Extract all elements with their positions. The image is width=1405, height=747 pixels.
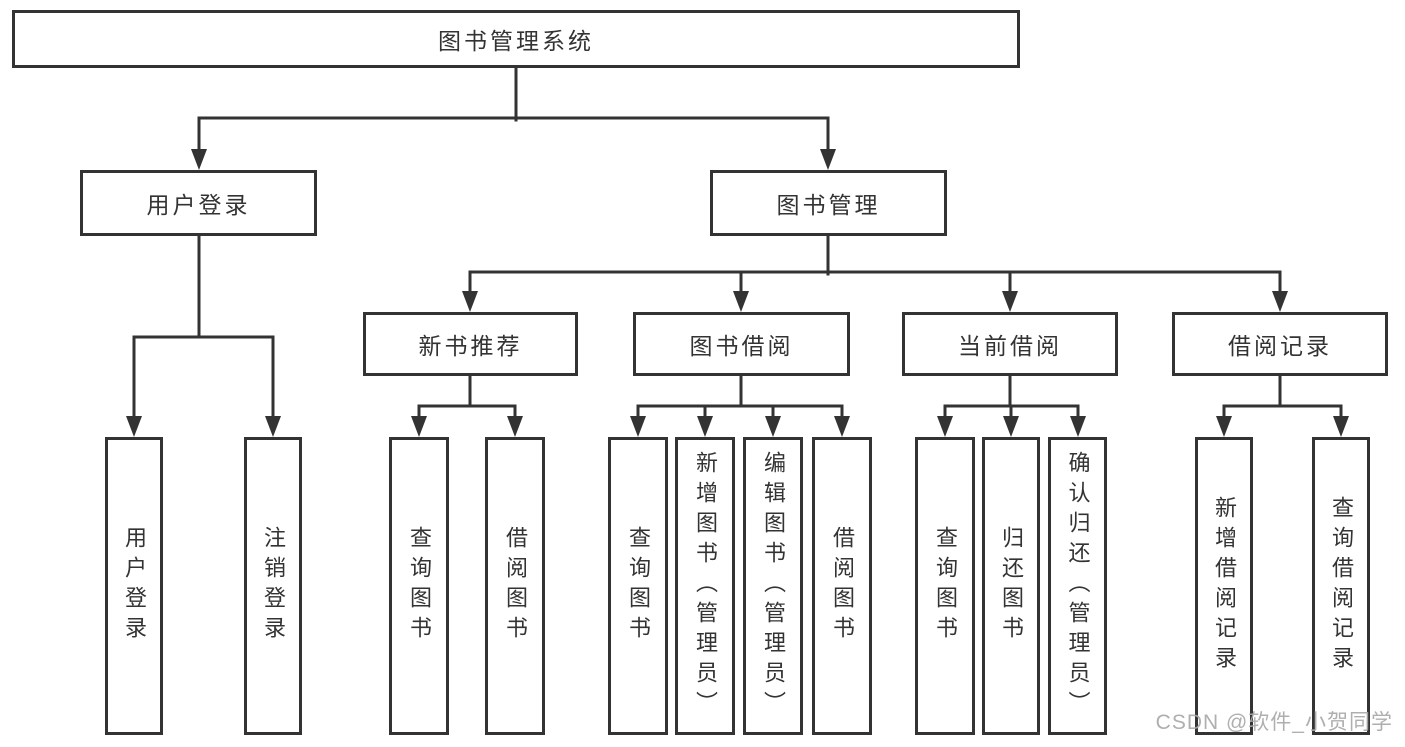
- leaf-logout-login-label: 注销登录: [261, 526, 286, 646]
- node-new-book-recommend-label: 新书推荐: [418, 333, 523, 359]
- leaf-add-books-admin-label: 新增图书（管理员）: [693, 451, 718, 721]
- node-book-borrowing-label: 图书借阅: [689, 333, 794, 359]
- node-book-borrowing: 图书借阅: [633, 312, 850, 376]
- node-current-borrowing-label: 当前借阅: [958, 333, 1062, 359]
- node-library-system-label: 图书管理系统: [438, 28, 594, 54]
- node-user-login-group: 用户登录: [80, 170, 317, 236]
- leaf-query-books-current: 查询图书: [915, 437, 975, 735]
- leaf-confirm-return-admin-label: 确认归还（管理员）: [1065, 451, 1091, 721]
- leaf-query-books-borrowing-label: 查询图书: [626, 526, 651, 646]
- leaf-return-books: 归还图书: [982, 437, 1040, 735]
- leaf-query-books-recommend-label: 查询图书: [407, 526, 432, 646]
- leaf-query-books-borrowing: 查询图书: [608, 437, 668, 735]
- leaf-borrow-books-recommend: 借阅图书: [485, 437, 545, 735]
- node-library-system: 图书管理系统: [12, 10, 1020, 68]
- node-book-management-label: 图书管理: [776, 192, 881, 218]
- leaf-query-books-recommend: 查询图书: [389, 437, 449, 735]
- leaf-add-borrow-record-label: 新增借阅记录: [1212, 496, 1237, 676]
- leaf-borrow-books-recommend-label: 借阅图书: [503, 526, 528, 646]
- node-borrowing-records: 借阅记录: [1172, 312, 1388, 376]
- leaf-add-books-admin: 新增图书（管理员）: [675, 437, 735, 735]
- node-current-borrowing: 当前借阅: [902, 312, 1118, 376]
- leaf-user-login-label: 用户登录: [122, 526, 147, 646]
- leaf-user-login: 用户登录: [105, 437, 163, 735]
- leaf-edit-books-admin: 编辑图书（管理员）: [743, 437, 803, 735]
- leaf-borrow-books-borrowing: 借阅图书: [812, 437, 872, 735]
- node-borrowing-records-label: 借阅记录: [1228, 333, 1332, 359]
- leaf-add-borrow-record: 新增借阅记录: [1195, 437, 1253, 735]
- csdn-watermark: CSDN @软件_小贺同学: [1155, 711, 1393, 734]
- leaf-borrow-books-borrowing-label: 借阅图书: [830, 526, 855, 646]
- leaf-query-borrow-record-label: 查询借阅记录: [1329, 496, 1354, 676]
- node-new-book-recommend: 新书推荐: [363, 312, 578, 376]
- leaf-confirm-return-admin: 确认归还（管理员）: [1048, 437, 1107, 735]
- leaf-query-borrow-record: 查询借阅记录: [1312, 437, 1370, 735]
- leaf-query-books-current-label: 查询图书: [933, 526, 958, 646]
- leaf-edit-books-admin-label: 编辑图书（管理员）: [761, 451, 786, 721]
- node-user-login-group-label: 用户登录: [146, 192, 251, 218]
- node-book-management: 图书管理: [710, 170, 947, 236]
- leaf-logout-login: 注销登录: [244, 437, 302, 735]
- leaf-return-books-label: 归还图书: [999, 526, 1024, 646]
